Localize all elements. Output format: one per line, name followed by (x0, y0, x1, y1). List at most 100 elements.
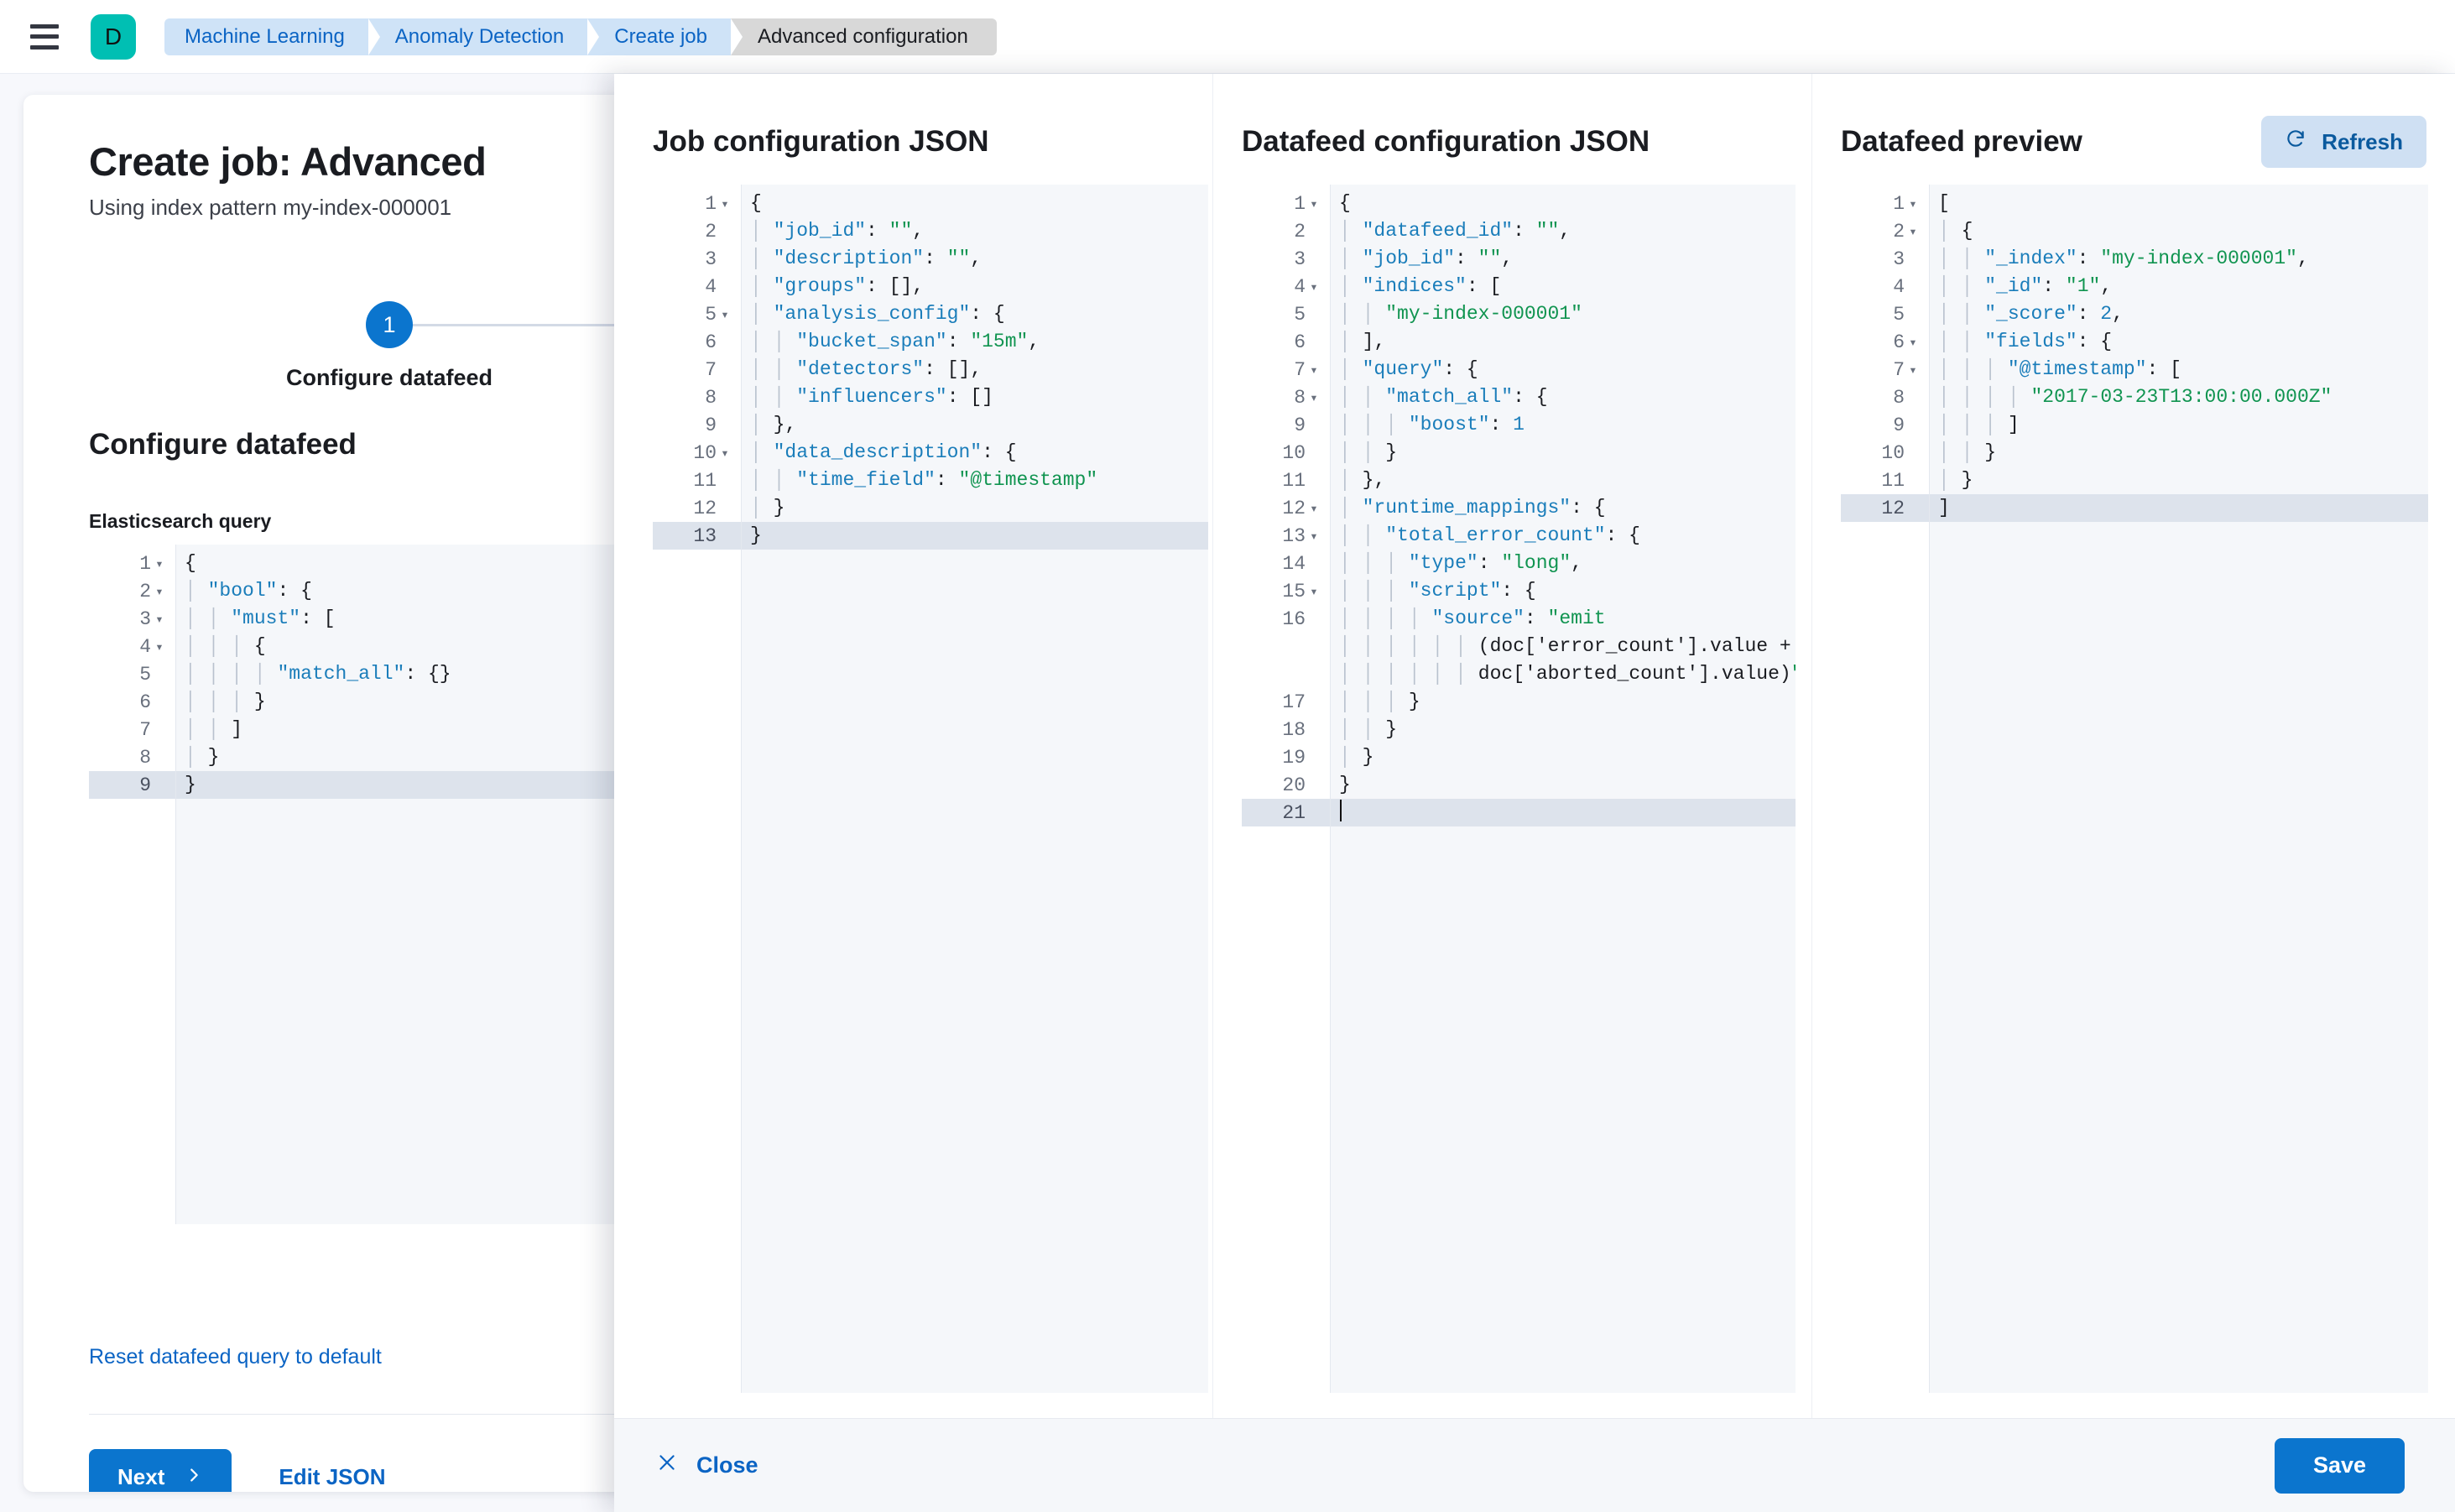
fold-caret-icon[interactable]: ▾ (1909, 224, 1917, 240)
fold-caret-icon[interactable]: ▾ (1310, 196, 1318, 212)
fold-caret-icon[interactable]: ▾ (155, 556, 164, 572)
datafeed-configuration-title: Datafeed configuration JSON (1242, 125, 1650, 158)
editor-line: │ "job_id": "", (1339, 248, 1514, 269)
fold-caret-icon[interactable]: ▾ (721, 307, 729, 323)
fold-caret-icon[interactable]: ▾ (1310, 362, 1318, 378)
editor-line: │ │ } (1938, 441, 1997, 463)
editor-line-number: 11▾ (1282, 469, 1306, 492)
editor-code[interactable]: {│ "datafeed_id": "",│ "job_id": "",│ "i… (1331, 185, 1796, 1393)
editor-line: │ │ } (1339, 718, 1398, 740)
editor-line: { (1339, 192, 1351, 214)
editor-line-number: 5▾ (653, 300, 741, 328)
editor-line: │ │ "detectors": [], (750, 358, 983, 380)
text-caret (1340, 800, 1342, 821)
editor-code[interactable]: {│ "job_id": "",│ "description": "",│ "g… (742, 185, 1208, 1393)
editor-gutter: 1▾2▾3▾4▾5▾6▾7▾8▾9▾10▾11▾12▾13▾14▾15▾16▾ … (1242, 185, 1331, 1393)
breadcrumb-item[interactable]: Advanced configuration (730, 18, 997, 55)
job-configuration-editor[interactable]: 1▾2▾3▾4▾5▾6▾7▾8▾9▾10▾11▾12▾13▾ {│ "job_i… (653, 185, 1208, 1393)
editor-line-number: 2▾ (1841, 217, 1929, 245)
page-title: Create job: Advanced (89, 139, 487, 184)
editor-line: │ │ "must": [ (185, 607, 336, 629)
editor-line: │ │ │ │ "2017-03-23T13:00:00.000Z" (1938, 386, 2333, 408)
close-icon (656, 1452, 678, 1479)
breadcrumb-item[interactable]: Create job (587, 18, 743, 55)
fold-caret-icon[interactable]: ▾ (155, 584, 164, 600)
wizard-actions: Next Edit JSON (89, 1449, 386, 1492)
datafeed-configuration-header: Datafeed configuration JSON (1242, 117, 1811, 166)
editor-line-number: 5▾ (139, 663, 151, 686)
datafeed-preview-editor[interactable]: 1▾2▾3▾4▾5▾6▾7▾8▾9▾10▾11▾12▾ [│ {│ │ "_in… (1841, 185, 2428, 1393)
editor-line: │ }, (750, 414, 797, 435)
editor-line: │ │ │ │ "match_all": {} (185, 663, 451, 685)
fold-caret-icon[interactable]: ▾ (1909, 362, 1917, 378)
editor-line: │ } (185, 746, 220, 768)
editor-line-number-continuation (1242, 633, 1330, 660)
editor-line: │ │ ] (185, 718, 243, 740)
editor-line: { (750, 192, 762, 214)
editor-line: │ "analysis_config": { (750, 303, 1005, 325)
reset-datafeed-query-link[interactable]: Reset datafeed query to default (89, 1345, 382, 1369)
fold-caret-icon[interactable]: ▾ (721, 196, 729, 212)
breadcrumb-item[interactable]: Machine Learning (164, 18, 380, 55)
editor-line: │ │ "_score": 2, (1938, 303, 2124, 325)
editor-line: │ { (1938, 220, 1973, 242)
editor-line: │ } (750, 497, 785, 519)
editor-line-number: 8▾ (705, 386, 717, 409)
editor-line-number: 1▾ (1841, 190, 1929, 217)
editor-line-number: 8▾ (1893, 386, 1905, 409)
editor-line: │ } (1339, 746, 1374, 768)
editor-line: │ │ │ "@timestamp": [ (1938, 358, 2181, 380)
editor-line-number: 4▾ (705, 275, 717, 298)
hamburger-bar (30, 34, 59, 39)
editor-line: } (1339, 774, 1351, 795)
editor-line-number: 4▾ (89, 633, 175, 660)
editor-code[interactable]: [│ {│ │ "_index": "my-index-000001",│ │ … (1930, 185, 2428, 1393)
fold-caret-icon[interactable]: ▾ (1310, 279, 1318, 295)
editor-line: │ }, (1339, 469, 1386, 491)
editor-line: │ │ "_id": "1", (1938, 275, 2113, 297)
edit-json-button[interactable]: Edit JSON (279, 1463, 386, 1489)
editor-line-number: 11▾ (1881, 469, 1905, 492)
fold-caret-icon[interactable]: ▾ (1909, 196, 1917, 212)
editor-line-number: 1▾ (89, 550, 175, 577)
editor-line-number: 16▾ (1282, 607, 1306, 630)
editor-line-number: 18▾ (1282, 718, 1306, 741)
stepper-step-1[interactable]: 1 (366, 301, 413, 348)
refresh-button-label: Refresh (2322, 128, 2403, 154)
editor-line-number: 9▾ (705, 414, 717, 436)
fold-caret-icon[interactable]: ▾ (721, 446, 729, 461)
fold-caret-icon[interactable]: ▾ (155, 639, 164, 655)
breadcrumb-item[interactable]: Anomaly Detection (367, 18, 600, 55)
fold-caret-icon[interactable]: ▾ (1310, 529, 1318, 545)
space-avatar[interactable]: D (91, 13, 136, 60)
editor-line (1331, 799, 1796, 826)
next-button[interactable]: Next (89, 1449, 232, 1492)
close-button[interactable]: Close (656, 1452, 758, 1479)
editor-line-number: 7▾ (1841, 356, 1929, 383)
editor-line-number: 9▾ (1893, 414, 1905, 436)
editor-line-number: 15▾ (1242, 577, 1330, 605)
hamburger-icon[interactable] (30, 23, 59, 50)
datafeed-configuration-editor[interactable]: 1▾2▾3▾4▾5▾6▾7▾8▾9▾10▾11▾12▾13▾14▾15▾16▾ … (1242, 185, 1796, 1393)
fold-caret-icon[interactable]: ▾ (1310, 584, 1318, 600)
refresh-button[interactable]: Refresh (2261, 116, 2426, 168)
editor-line: │ │ "my-index-000001" (1339, 303, 1582, 325)
editor-line-number: 13▾ (1242, 522, 1330, 550)
fold-caret-icon[interactable]: ▾ (155, 612, 164, 628)
editor-line: │ │ "influencers": [] (750, 386, 993, 408)
refresh-icon (2285, 128, 2306, 156)
editor-line: │ ], (1339, 331, 1386, 352)
fold-caret-icon[interactable]: ▾ (1310, 501, 1318, 517)
next-button-label: Next (117, 1463, 165, 1489)
fold-caret-icon[interactable]: ▾ (1310, 390, 1318, 406)
editor-line: │ "data_description": { (750, 441, 1017, 463)
fold-caret-icon[interactable]: ▾ (1909, 335, 1917, 351)
editor-line-number: 9▾ (1294, 414, 1306, 436)
editor-line: │ │ │ ] (1938, 414, 2020, 435)
editor-line-number: 3▾ (89, 605, 175, 633)
hamburger-bar (30, 23, 59, 29)
editor-line-number: 8▾ (139, 746, 151, 769)
editor-line-number: 2▾ (705, 220, 717, 242)
save-button[interactable]: Save (2274, 1437, 2405, 1494)
editor-line: │ "indices": [ (1339, 275, 1502, 297)
